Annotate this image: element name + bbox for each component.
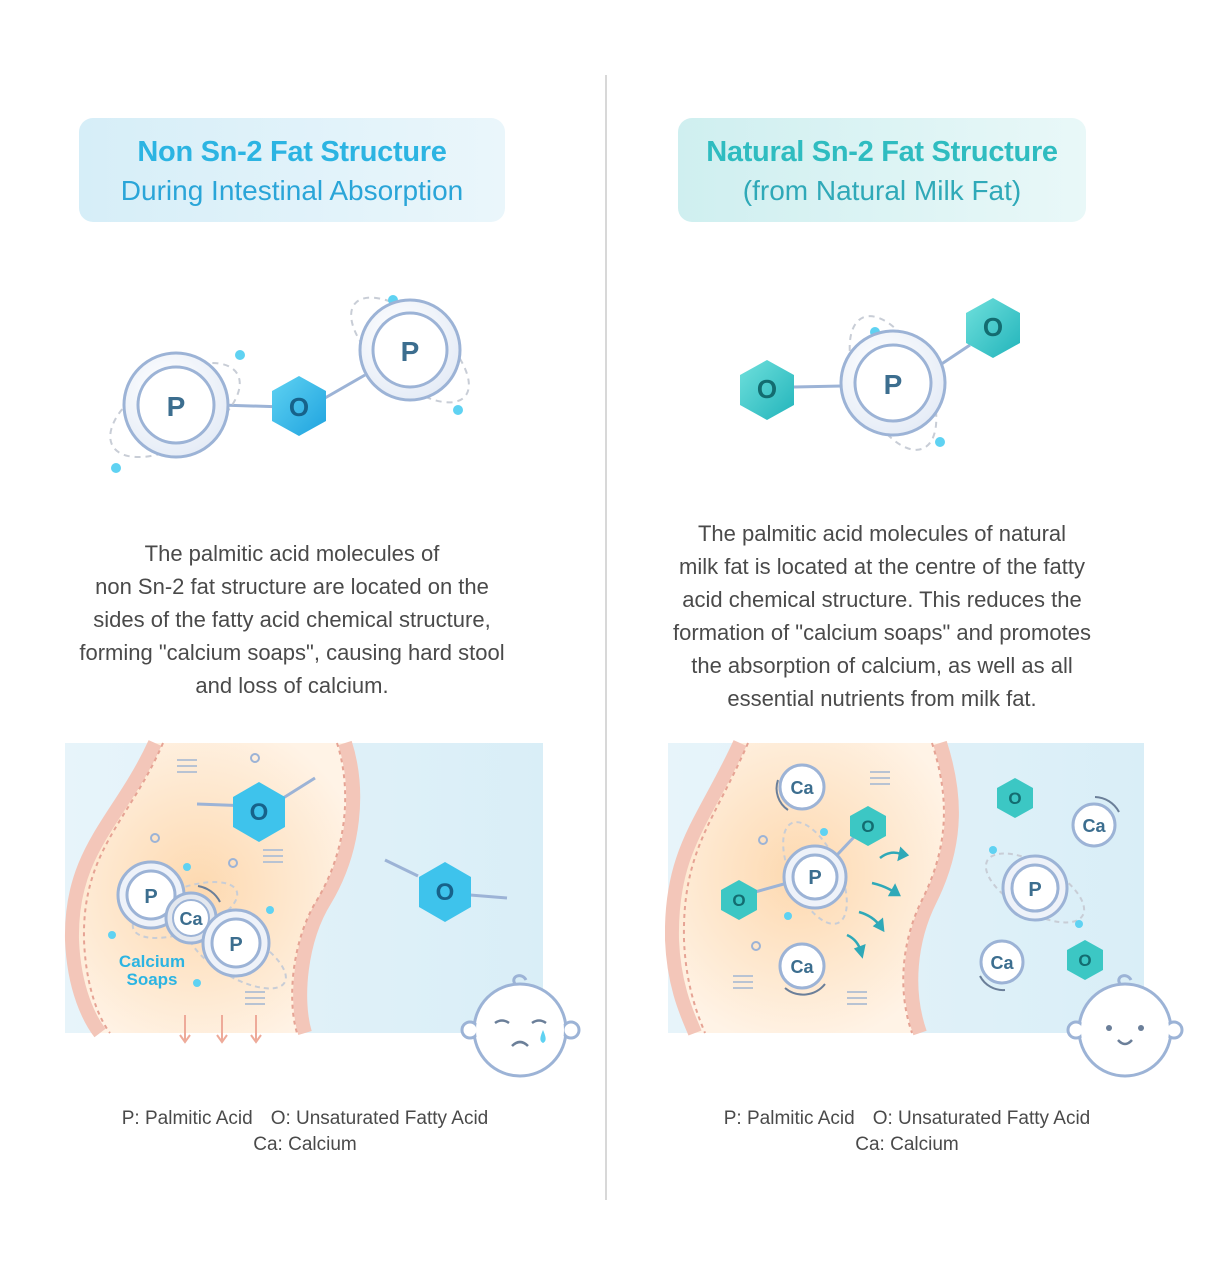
intestine-scene-non-sn2: O O P Ca P Calcium Soaps — [64, 740, 581, 1078]
description: The palmitic acid molecules of natural m… — [630, 517, 1134, 715]
intestinal-wall — [293, 740, 361, 1036]
palmitic-acid-node: P — [122, 351, 230, 459]
calcium-node: Ca — [775, 763, 826, 811]
intestinal-wall — [904, 740, 959, 1036]
intestine-scene-natural-sn2: Ca Ca P O O — [665, 740, 1184, 1078]
molecule-diagram-non-sn2: P P O — [109, 295, 470, 473]
svg-text:P: P — [808, 867, 821, 889]
svg-text:O: O — [757, 374, 777, 404]
palmitic-acid-node: P — [358, 298, 462, 402]
unsaturated-fatty-acid-node: O — [966, 298, 1020, 358]
down-arrow-icon — [179, 1015, 262, 1044]
description-line: and loss of calcium. — [195, 673, 389, 698]
svg-text:O: O — [861, 817, 874, 836]
svg-text:Ca: Ca — [179, 909, 203, 929]
legend: P: Palmitic Acid O: Unsaturated Fatty Aci… — [60, 1106, 550, 1158]
svg-text:Ca: Ca — [990, 953, 1014, 973]
svg-text:Ca: Ca — [1082, 816, 1106, 836]
calcium-soaps-label: Soaps — [126, 970, 177, 989]
svg-text:P: P — [144, 886, 157, 908]
description-line: forming "calcium soaps", causing hard st… — [79, 640, 505, 665]
svg-text:P: P — [884, 369, 903, 400]
panel-natural-sn2: Natural Sn-2 Fat Structure (from Natural… — [610, 0, 1210, 1280]
description-line: milk fat is located at the centre of the… — [679, 554, 1085, 579]
legend-unsaturated: O: Unsaturated Fatty Acid — [872, 1108, 1091, 1129]
unsaturated-fatty-acid-node: O — [850, 806, 886, 846]
calcium-node: Ca — [778, 942, 826, 996]
molecule-diagram-natural-sn2: P O O — [740, 298, 1020, 451]
calcium-node: Ca — [1071, 796, 1120, 848]
svg-text:O: O — [983, 312, 1003, 342]
description-line: The palmitic acid molecules of natural — [697, 521, 1067, 546]
svg-text:Ca: Ca — [790, 957, 814, 977]
panel-subtitle: During Intestinal Absorption — [120, 175, 464, 206]
title-box-non-sn2: Non Sn-2 Fat Structure During Intestinal… — [79, 118, 505, 222]
calcium-node: Ca — [979, 939, 1025, 992]
absorption-arrow-icon — [846, 846, 910, 959]
svg-text:O: O — [732, 891, 745, 910]
unsaturated-fatty-acid-node: O — [721, 880, 757, 920]
description-line: sides of the fatty acid chemical structu… — [93, 607, 491, 632]
unsaturated-fatty-acid-node: O — [740, 360, 794, 420]
unsaturated-fatty-acid-node: O — [233, 782, 285, 842]
panel-title: Natural Sn-2 Fat Structure — [706, 136, 1058, 168]
description-line: acid chemical structure. This reduces th… — [682, 587, 1082, 612]
p-label: P — [167, 391, 186, 422]
svg-text:O: O — [1078, 951, 1091, 970]
unsaturated-fatty-acid-node: O — [419, 862, 471, 922]
legend-calcium: Ca: Calcium — [253, 1134, 357, 1155]
o-label: O — [289, 392, 309, 422]
svg-text:O: O — [1008, 789, 1021, 808]
svg-text:O: O — [250, 799, 269, 826]
svg-text:O: O — [436, 879, 455, 906]
description-line: the absorption of calcium, as well as al… — [691, 653, 1073, 678]
legend-palmitic: P: Palmitic Acid — [121, 1108, 253, 1129]
intestinal-wall — [64, 740, 162, 1038]
intestinal-wall — [665, 740, 747, 1036]
calcium-node: Ca — [164, 885, 221, 945]
unsaturated-fatty-acid-node: O — [272, 376, 326, 436]
legend-calcium: Ca: Calcium — [855, 1134, 959, 1155]
description-line: essential nutrients from milk fat. — [727, 686, 1037, 711]
palmitic-acid-node: P — [782, 844, 848, 910]
palmitic-acid-node: P — [839, 329, 947, 437]
title-box-natural-sn2: Natural Sn-2 Fat Structure (from Natural… — [678, 118, 1086, 222]
legend-palmitic: P: Palmitic Acid — [723, 1108, 855, 1129]
description: The palmitic acid molecules of non Sn-2 … — [40, 537, 544, 702]
svg-text:Ca: Ca — [790, 778, 814, 798]
sad-baby-icon — [460, 974, 581, 1078]
panel-subtitle: (from Natural Milk Fat) — [742, 175, 1022, 206]
unsaturated-fatty-acid-node: O — [1067, 940, 1103, 980]
description-line: The palmitic acid molecules of — [144, 541, 440, 566]
panel-non-sn2: Non Sn-2 Fat Structure During Intestinal… — [0, 0, 600, 1280]
palmitic-acid-node: P — [201, 908, 271, 978]
svg-text:P: P — [1028, 879, 1041, 901]
description-line: formation of "calcium soaps" and promote… — [673, 620, 1091, 645]
legend-unsaturated: O: Unsaturated Fatty Acid — [270, 1108, 489, 1129]
calcium-soaps-label: Calcium — [119, 952, 185, 971]
happy-baby-icon — [1066, 974, 1184, 1078]
palmitic-acid-node: P — [1001, 854, 1069, 922]
legend: P: Palmitic Acid O: Unsaturated Fatty Aci… — [662, 1106, 1152, 1158]
center-divider — [605, 75, 607, 1200]
svg-text:P: P — [229, 934, 242, 956]
panel-title: Non Sn-2 Fat Structure — [137, 136, 447, 168]
description-line: non Sn-2 fat structure are located on th… — [95, 574, 489, 599]
unsaturated-fatty-acid-node: O — [997, 778, 1033, 818]
p-label: P — [401, 336, 420, 367]
